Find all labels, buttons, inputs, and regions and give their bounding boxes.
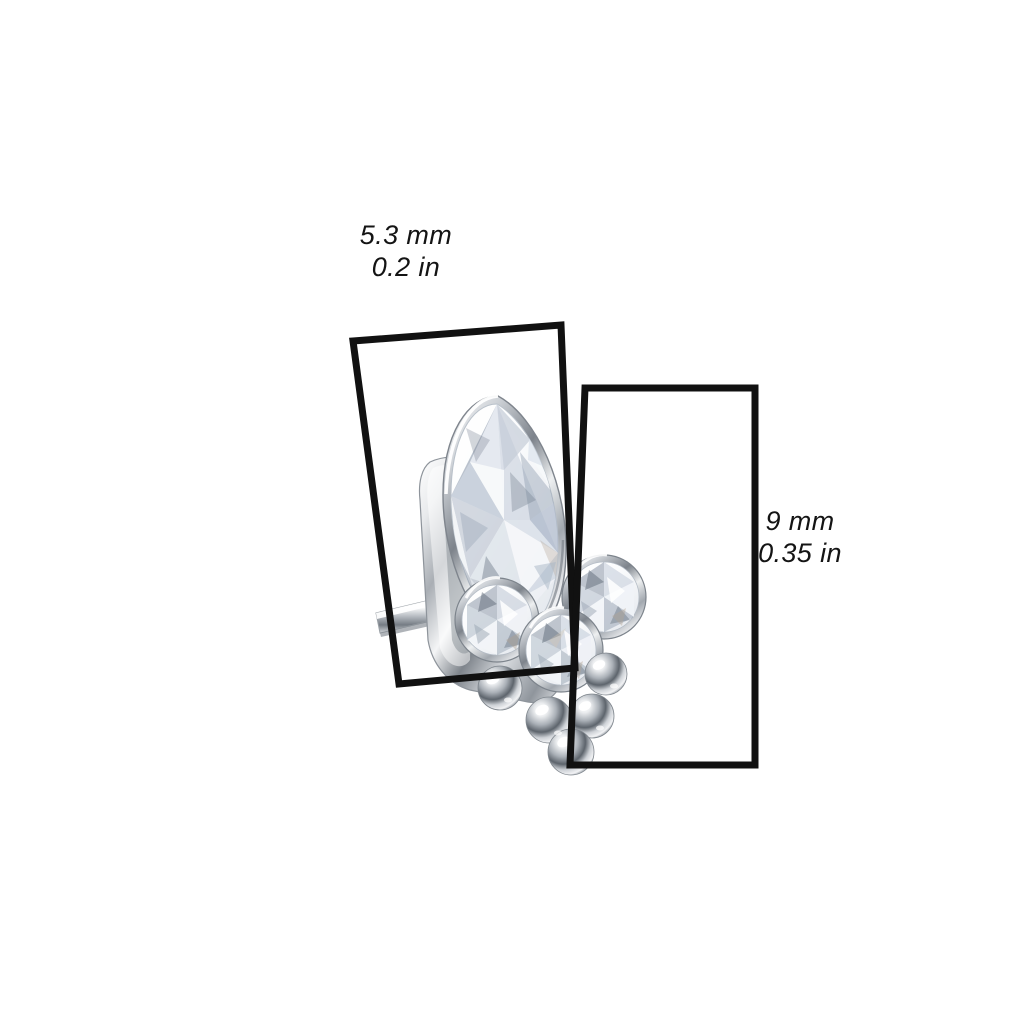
width-dimension-label: 5.3 mm 0.2 in xyxy=(281,220,531,283)
width-in-text: 0.2 in xyxy=(371,251,441,282)
accent-crystal-left xyxy=(454,576,540,663)
marquise-crystal xyxy=(442,394,567,641)
width-mm-text: 5.3 mm xyxy=(359,220,453,250)
height-dimension-label: 9 mm 0.35 in xyxy=(695,506,905,569)
height-measurement-box xyxy=(566,384,759,769)
bead-cluster xyxy=(477,652,628,776)
height-mm-text: 9 mm xyxy=(765,506,835,536)
height-in-text: 0.35 in xyxy=(758,537,842,568)
